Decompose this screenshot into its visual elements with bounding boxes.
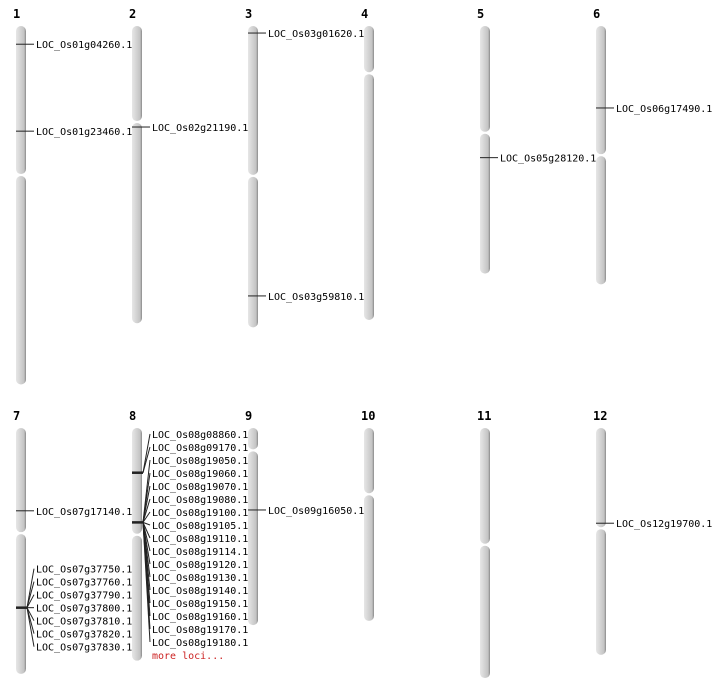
- locus-label[interactable]: LOC_Os08g19110.1: [152, 534, 248, 545]
- locus-label[interactable]: LOC_Os07g37800.1: [36, 604, 132, 615]
- locus-connector: [142, 446, 151, 473]
- locus-label[interactable]: LOC_Os08g19170.1: [152, 625, 248, 636]
- chromosome-number: 2: [129, 7, 136, 21]
- chromosome-arm-p: [364, 428, 374, 494]
- locus-label[interactable]: LOC_Os12g19700.1: [616, 519, 712, 530]
- chromosome-arm-q: [480, 545, 490, 679]
- chromosome-arm-p: [132, 26, 142, 122]
- locus-label[interactable]: LOC_Os03g01620.1: [268, 29, 364, 40]
- locus-connector: [142, 485, 151, 523]
- locus-connector: [26, 607, 35, 621]
- chromosome-number: 11: [477, 409, 491, 423]
- locus-label[interactable]: LOC_Os07g37750.1: [36, 565, 132, 576]
- chromosome-number: 12: [593, 409, 607, 423]
- locus-connector: [142, 511, 151, 523]
- chromosome-arm-p: [596, 428, 606, 528]
- locus-connector: [142, 521, 151, 526]
- chromosome-number: 5: [477, 7, 484, 21]
- locus-label[interactable]: LOC_Os06g17490.1: [616, 104, 712, 115]
- chromosome-number: 1: [13, 7, 20, 21]
- chromosome-arm-q: [364, 495, 374, 621]
- chromosome-number: 9: [245, 409, 252, 423]
- locus-label[interactable]: LOC_Os08g19160.1: [152, 612, 248, 623]
- chromosome-number: 8: [129, 409, 136, 423]
- locus-label[interactable]: LOC_Os08g09170.1: [152, 443, 248, 454]
- locus-label[interactable]: LOC_Os08g19060.1: [152, 469, 248, 480]
- chromosome-arm-q: [364, 74, 374, 320]
- locus-label[interactable]: LOC_Os08g19180.1: [152, 638, 248, 649]
- chromosome-arm-q: [480, 133, 490, 274]
- chromosome-arm-p: [248, 428, 258, 450]
- locus-label[interactable]: LOC_Os01g23460.1: [36, 127, 132, 138]
- chromosome-arm-p: [16, 26, 26, 175]
- chromosome-7[interactable]: 7LOC_Os07g17140.1LOC_Os07g37750.1LOC_Os0…: [13, 409, 132, 674]
- locus-connector: [26, 568, 35, 608]
- locus-label[interactable]: LOC_Os05g28120.1: [500, 154, 596, 165]
- locus-label[interactable]: LOC_Os07g37760.1: [36, 578, 132, 589]
- chromosome-4[interactable]: 4: [361, 7, 374, 320]
- chromosome-arm-p: [480, 428, 490, 544]
- locus-connector: [26, 581, 35, 608]
- locus-label[interactable]: LOC_Os07g37820.1: [36, 630, 132, 641]
- locus-label[interactable]: LOC_Os08g19114.1: [152, 547, 248, 558]
- chromosome-number: 4: [361, 7, 368, 21]
- locus-connector: [142, 522, 151, 539]
- locus-label[interactable]: LOC_Os02g21190.1: [152, 123, 248, 134]
- chromosome-arm-p: [480, 26, 490, 132]
- locus-label[interactable]: LOC_Os08g19070.1: [152, 482, 248, 493]
- locus-connector: [142, 433, 151, 473]
- locus-label[interactable]: LOC_Os09g16050.1: [268, 506, 364, 517]
- chromosome-number: 6: [593, 7, 600, 21]
- chromosome-10[interactable]: 10: [361, 409, 375, 621]
- locus-label[interactable]: LOC_Os07g37790.1: [36, 591, 132, 602]
- locus-label[interactable]: LOC_Os07g17140.1: [36, 507, 132, 518]
- chromosome-arm-q: [132, 535, 142, 661]
- locus-label[interactable]: LOC_Os08g19120.1: [152, 560, 248, 571]
- chromosome-arm-q: [596, 156, 606, 285]
- chromosome-arm-p: [596, 26, 606, 155]
- locus-connector: [142, 498, 151, 523]
- locus-label[interactable]: LOC_Os01g04260.1: [36, 40, 132, 51]
- chromosome-number: 3: [245, 7, 252, 21]
- locus-label[interactable]: LOC_Os08g08860.1: [152, 430, 248, 441]
- chromosome-8[interactable]: 8LOC_Os08g08860.1LOC_Os08g09170.1LOC_Os0…: [129, 409, 248, 662]
- chromosome-arm-p: [364, 26, 374, 73]
- chromosome-arm-q: [16, 534, 26, 674]
- chromosome-arm-q: [248, 451, 258, 626]
- locus-label[interactable]: LOC_Os08g19050.1: [152, 456, 248, 467]
- locus-connector: [26, 607, 35, 647]
- locus-label[interactable]: LOC_Os08g19150.1: [152, 599, 248, 610]
- chromosome-arm-q: [16, 176, 26, 385]
- locus-label[interactable]: LOC_Os08g19105.1: [152, 521, 248, 532]
- locus-label[interactable]: LOC_Os03g59810.1: [268, 292, 364, 303]
- chromosome-arm-p: [16, 428, 26, 533]
- locus-label[interactable]: LOC_Os07g37830.1: [36, 643, 132, 654]
- locus-label[interactable]: LOC_Os08g19140.1: [152, 586, 248, 597]
- chromosome-arm-p: [132, 428, 142, 534]
- locus-label[interactable]: LOC_Os07g37810.1: [36, 617, 132, 628]
- chromosome-11[interactable]: 11: [477, 409, 491, 679]
- locus-label[interactable]: LOC_Os08g19130.1: [152, 573, 248, 584]
- locus-label[interactable]: LOC_Os08g19100.1: [152, 508, 248, 519]
- chromosome-number: 10: [361, 409, 375, 423]
- chromosome-arm-q: [248, 176, 258, 328]
- chromosome-arm-q: [596, 529, 606, 655]
- chromosome-arm-p: [248, 26, 258, 175]
- chromosome-number: 7: [13, 409, 20, 423]
- chromosome-arm-q: [132, 123, 142, 324]
- locus-connector: [142, 522, 151, 643]
- locus-label[interactable]: LOC_Os08g19080.1: [152, 495, 248, 506]
- locus-connector: [26, 594, 35, 608]
- more-loci-link[interactable]: more loci...: [152, 651, 224, 662]
